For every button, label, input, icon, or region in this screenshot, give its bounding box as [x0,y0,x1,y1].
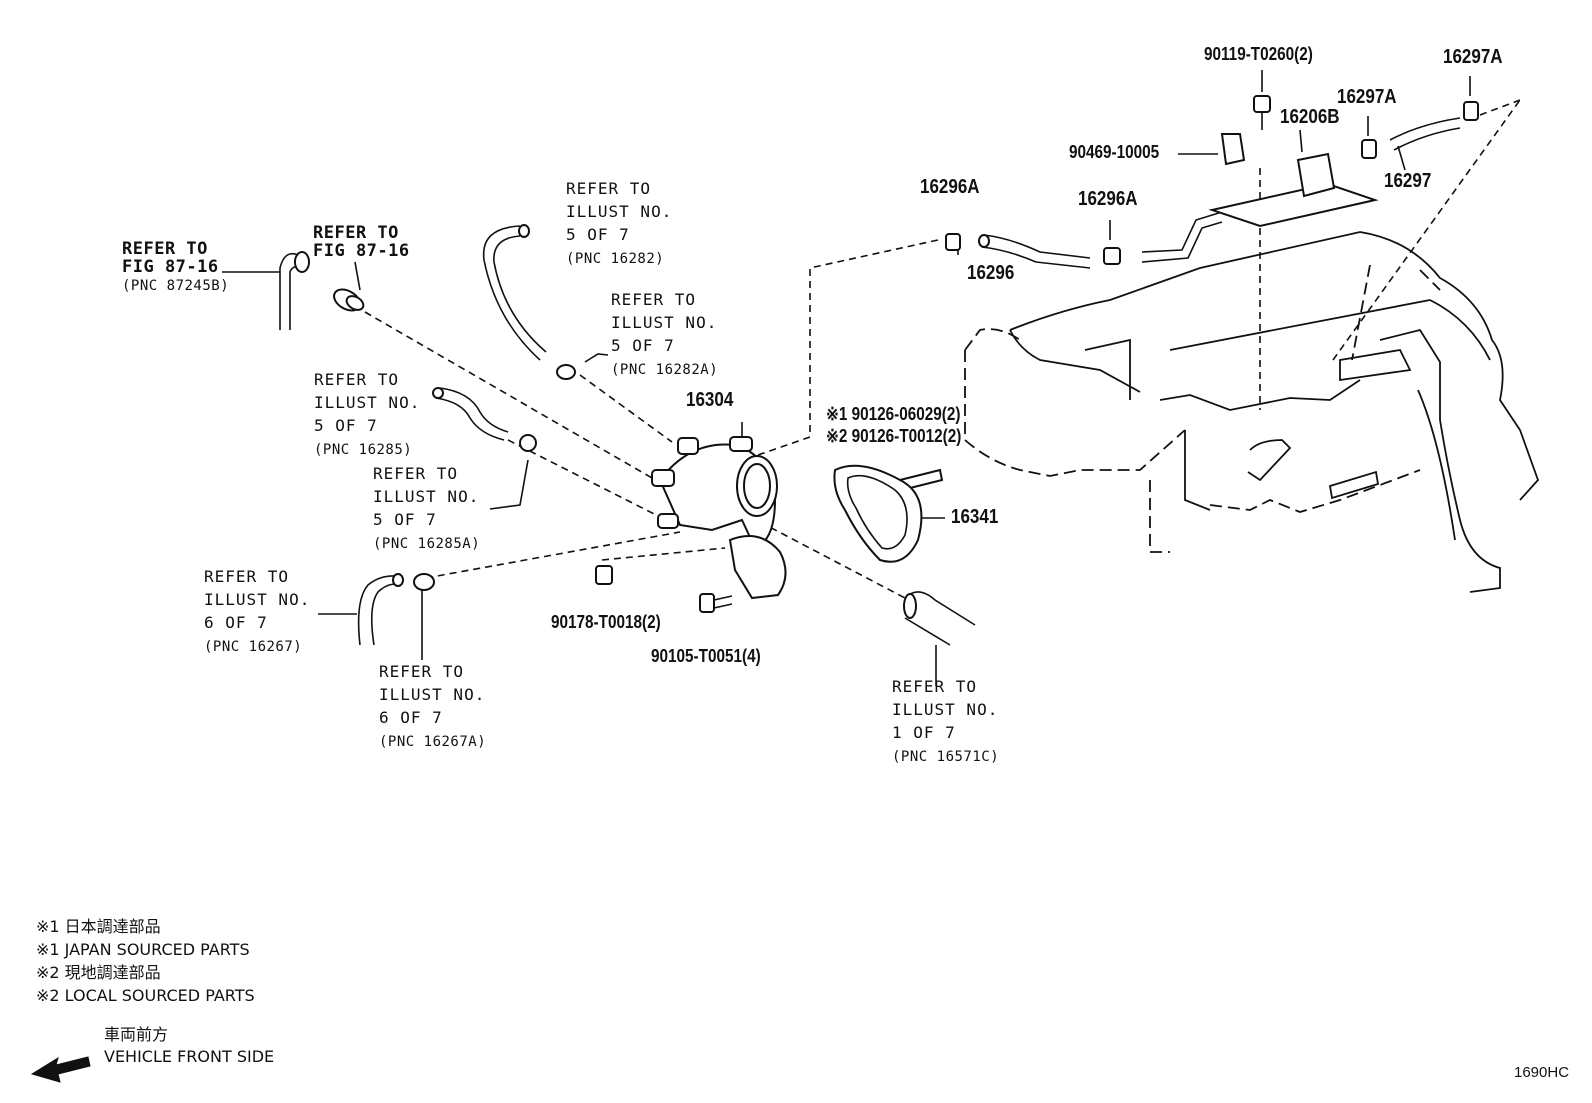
dashed-assembly-lines [364,99,1521,599]
part-label-16304[interactable]: 16304 [686,389,734,411]
ref-line: REFER TO [373,464,459,483]
hose-16571C [903,591,976,646]
clamp-16285A [519,434,537,452]
ref-line: ILLUST NO. [204,590,311,609]
clamp-16282A [556,364,576,380]
ref-line: REFER TO [379,662,465,681]
ref-line: 6 OF 7 [204,613,268,632]
ref-pnc-16267A[interactable]: REFER TO ILLUST NO. 6 OF 7 (PNC 16267A) [379,660,486,754]
ref-line: FIG 87-16 [122,257,219,277]
ref-line: FIG 87-16 [313,241,410,261]
ref-line: REFER TO [892,677,978,696]
part-label-90469[interactable]: 90469-10005 [1069,142,1160,162]
hose-87245B [279,251,310,330]
note-local-sourced-en: ※2 LOCAL SOURCED PARTS [36,986,255,1005]
clamp-16297A-a [1361,139,1377,159]
ref-pnc-16267[interactable]: REFER TO ILLUST NO. 6 OF 7 (PNC 16267) [204,565,310,659]
ref-line: 5 OF 7 [566,225,630,244]
part-label-90119[interactable]: 90119-T0260(2) [1204,44,1313,64]
bolt-90119 [1253,95,1271,130]
part-label-16297[interactable]: 16297 [1384,170,1432,192]
gasket-16341 [833,464,923,563]
hose-16285 [432,387,509,441]
ref-line: ILLUST NO. [566,202,673,221]
ref-line: 5 OF 7 [373,510,437,529]
ref-line: 6 OF 7 [379,708,443,727]
part-label-90126-1[interactable]: ※1 90126-06029(2) [826,404,961,424]
vehicle-front-en: VEHICLE FRONT SIDE [104,1047,275,1066]
pipe-16206B [1141,152,1379,263]
ref-pnc: (PNC 16267A) [379,734,487,750]
part-label-16341[interactable]: 16341 [951,506,999,528]
clamp-16297A-b [1463,101,1479,121]
ref-line: 1 OF 7 [892,723,956,742]
hose-16267 [357,573,404,646]
ref-line: ILLUST NO. [314,393,421,412]
ref-pnc: (PNC 16267) [204,639,303,655]
part-label-16296A-left[interactable]: 16296A [920,176,980,198]
bolt-90178 [595,565,613,585]
engine-outline [964,231,1540,593]
bolt-90105 [699,593,733,613]
clamp-16267A [413,573,435,591]
hose-16297 [1389,117,1461,151]
note-japan-sourced-en: ※1 JAPAN SOURCED PARTS [36,940,250,959]
ref-pnc: (PNC 16571C) [892,749,1000,765]
part-label-16297A-top[interactable]: 16297A [1443,46,1503,68]
ref-line: ILLUST NO. [373,487,480,506]
water-inlet-16304 [651,436,787,600]
part-label-90178[interactable]: 90178-T0018(2) [551,612,661,632]
ref-line: 5 OF 7 [611,336,675,355]
leader-lines [222,70,1471,686]
part-label-16297A-mid[interactable]: 16297A [1337,86,1397,108]
clamp-16296A-right [1103,247,1121,265]
hose-16296 [978,234,1091,269]
ref-pnc-16282[interactable]: REFER TO ILLUST NO. 5 OF 7 (PNC 16282) [566,177,672,271]
ref-line: REFER TO [313,223,399,243]
ref-pnc-16285A[interactable]: REFER TO ILLUST NO. 5 OF 7 (PNC 16285A) [373,462,480,556]
ref-pnc: (PNC 16285) [314,442,413,458]
ref-line: 5 OF 7 [314,416,378,435]
hose-16282 [482,224,547,361]
clamp-fig87-16 [333,288,365,312]
arrow-left-icon [30,1056,91,1083]
clamp-16296A-left [945,233,961,251]
ref-pnc: (PNC 87245B) [122,278,230,294]
part-label-16296A-right[interactable]: 16296A [1078,188,1138,210]
ref-line: REFER TO [122,239,208,259]
ref-pnc: (PNC 16282A) [611,362,719,378]
ref-pnc: (PNC 16285A) [373,536,481,552]
ref-line: REFER TO [611,290,697,309]
diagram-code: 1690HC [1514,1064,1570,1081]
ref-line: REFER TO [204,567,290,586]
part-label-90105[interactable]: 90105-T0051(4) [651,646,761,666]
ref-fig87-16-clamp[interactable]: REFER TO FIG 87-16 [313,224,410,260]
ref-pnc-16571C[interactable]: REFER TO ILLUST NO. 1 OF 7 (PNC 16571C) [892,675,999,769]
ref-pnc-16282A[interactable]: REFER TO ILLUST NO. 5 OF 7 (PNC 16282A) [611,288,718,382]
ref-pnc-16285[interactable]: REFER TO ILLUST NO. 5 OF 7 (PNC 16285) [314,368,420,462]
vehicle-front-jp: 車両前方 [104,1025,169,1044]
part-label-16296[interactable]: 16296 [967,262,1015,284]
part-label-90126-2[interactable]: ※2 90126-T0012(2) [826,426,962,446]
ref-line: REFER TO [566,179,652,198]
part-label-16206B[interactable]: 16206B [1280,106,1340,128]
ref-pnc: (PNC 16282) [566,251,665,267]
note-local-sourced-jp: ※2 現地調達部品 [36,963,161,982]
clip-90469 [1220,133,1246,166]
ref-line: ILLUST NO. [892,700,999,719]
ref-line: ILLUST NO. [379,685,486,704]
ref-line: REFER TO [314,370,400,389]
ref-line: ILLUST NO. [611,313,718,332]
ref-fig87-16-87245B[interactable]: REFER TO FIG 87-16 (PNC 87245B) [122,240,229,295]
note-japan-sourced-jp: ※1 日本調達部品 [36,917,161,936]
